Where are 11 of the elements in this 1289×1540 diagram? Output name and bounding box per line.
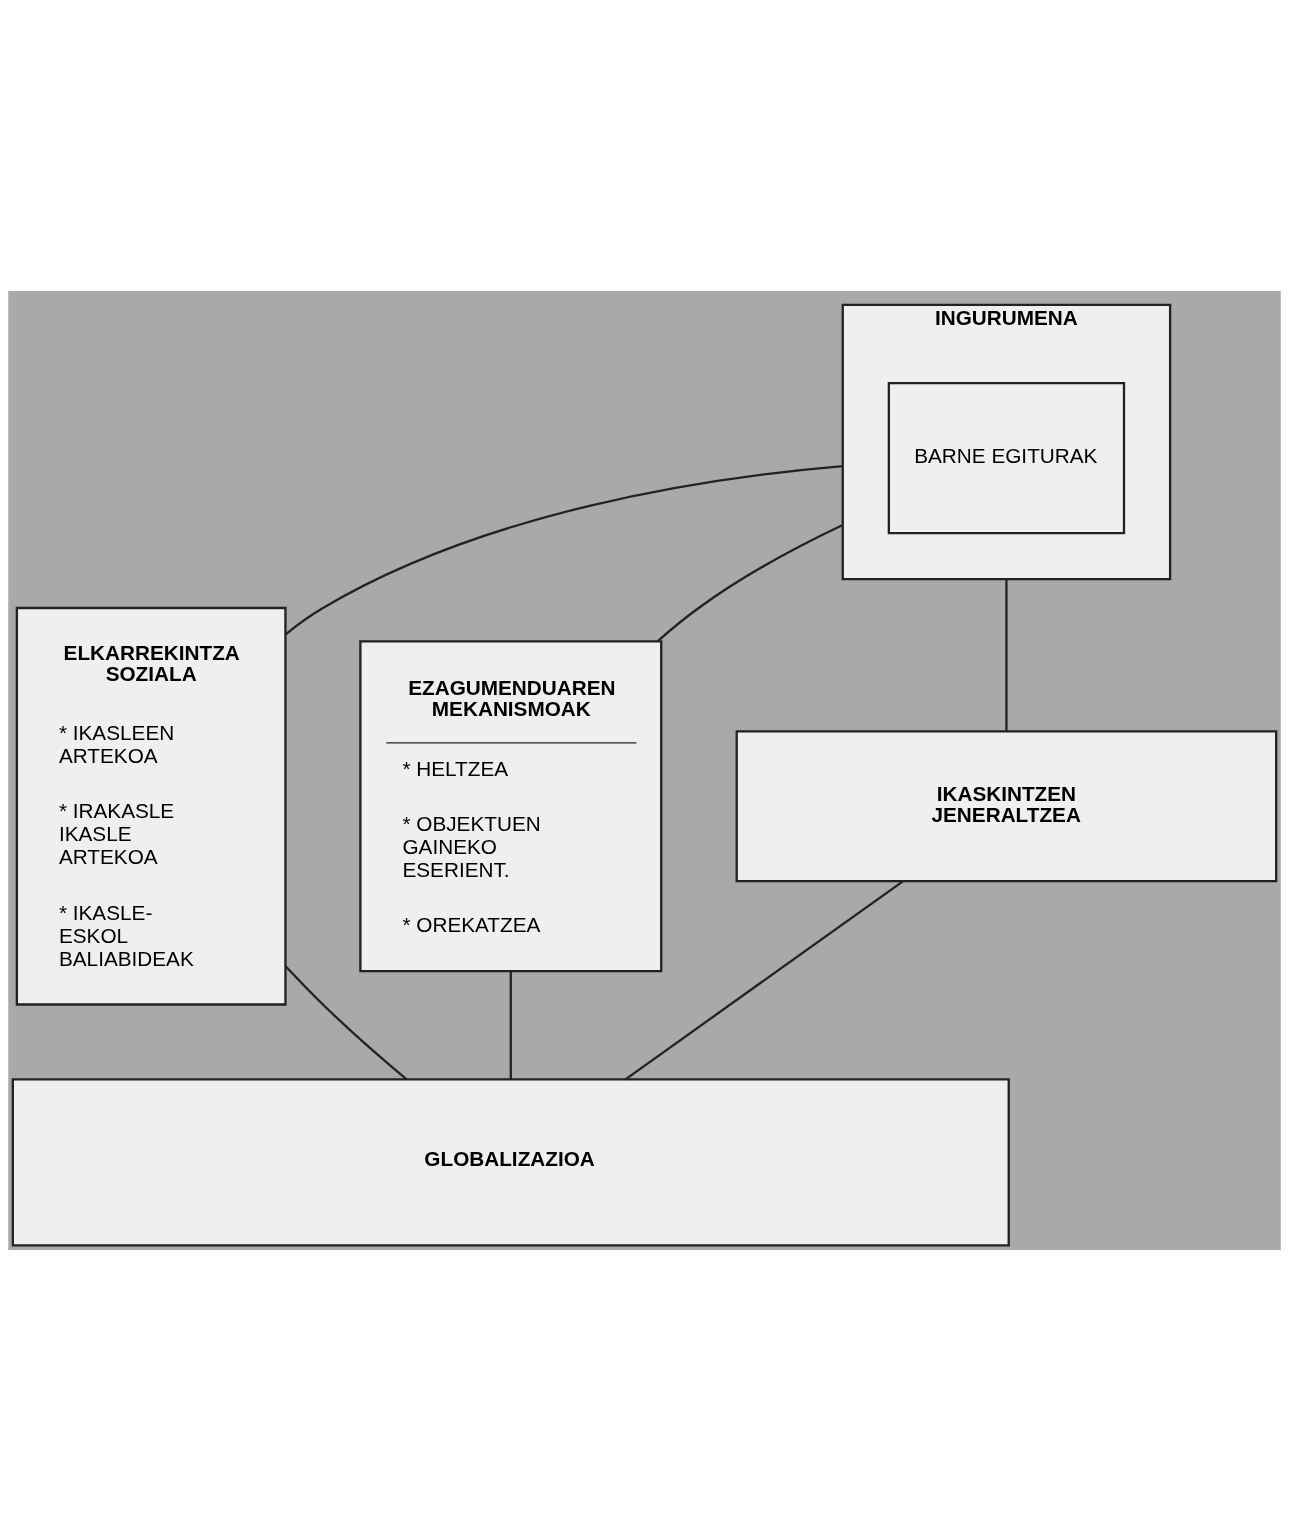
node-box: BARNE EGITURAK [887, 381, 1126, 534]
node-box: GLOBALIZAZIOA [11, 1077, 1010, 1247]
connector [624, 879, 904, 1080]
node-box: IKASKINTZEN JENERALTZEA [735, 729, 1278, 882]
connector [1005, 578, 1008, 731]
connector [285, 965, 408, 1080]
connector [509, 970, 512, 1079]
connector [285, 464, 843, 635]
node-box: EZAGUMENDUAREN MEKANISMOAK * HELTZEA * OBJEKTUEN GAINEKO ESERIENT. * OREKATZEA [359, 639, 663, 972]
connector [656, 523, 844, 642]
node-box: ELKARREKINTZA SOZIALA * IKASLEEN ARTEKOA * IRAKASLE IKASLE ARTEKOA * IKASLE- ESKOL BALIABIDEAK [15, 606, 287, 1006]
